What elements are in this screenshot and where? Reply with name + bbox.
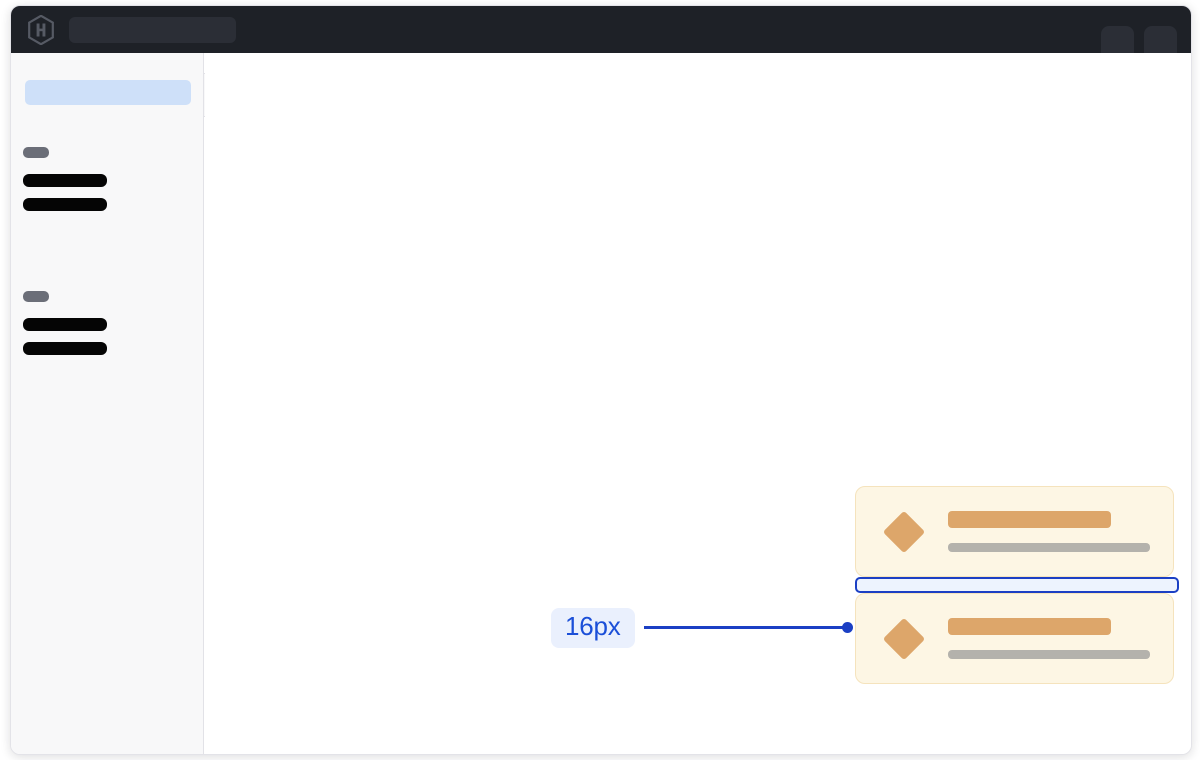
header-actions: [1101, 6, 1191, 53]
app-header: [11, 6, 1191, 53]
sidebar-item-3[interactable]: [23, 318, 107, 331]
sidebar-group-2: [23, 291, 107, 366]
card-text-lines: [948, 618, 1150, 659]
leader-dot-icon: [841, 622, 853, 634]
sidebar-group-label: [23, 147, 49, 158]
sidebar: [11, 53, 204, 754]
sidebar-item-4[interactable]: [23, 342, 107, 355]
card-title-placeholder: [948, 618, 1111, 635]
info-card-2[interactable]: [855, 593, 1174, 684]
card-subtitle-placeholder: [948, 650, 1150, 659]
info-card-1[interactable]: [855, 486, 1174, 577]
sidebar-group-1: [23, 147, 107, 222]
spacing-annotation: 16px: [551, 608, 853, 648]
card-stack: [855, 486, 1179, 684]
search-input[interactable]: [69, 16, 236, 43]
card-text-lines: [948, 511, 1150, 552]
diamond-icon: [882, 510, 926, 553]
measurement-label: 16px: [551, 608, 635, 648]
sidebar-group-label: [23, 291, 49, 302]
spacing-gap-indicator: [855, 577, 1179, 593]
diamond-icon: [882, 617, 926, 660]
header-chip-2[interactable]: [1144, 26, 1177, 53]
header-chip-1[interactable]: [1101, 26, 1134, 53]
sidebar-item-2[interactable]: [23, 198, 107, 211]
app-window: 16px: [10, 5, 1192, 755]
card-subtitle-placeholder: [948, 543, 1150, 552]
sidebar-item-1[interactable]: [23, 174, 107, 187]
sidebar-active-highlight[interactable]: [25, 80, 191, 105]
hexagon-h-logo-icon[interactable]: [28, 14, 54, 45]
card-title-placeholder: [948, 511, 1111, 528]
leader-line: [643, 626, 843, 630]
